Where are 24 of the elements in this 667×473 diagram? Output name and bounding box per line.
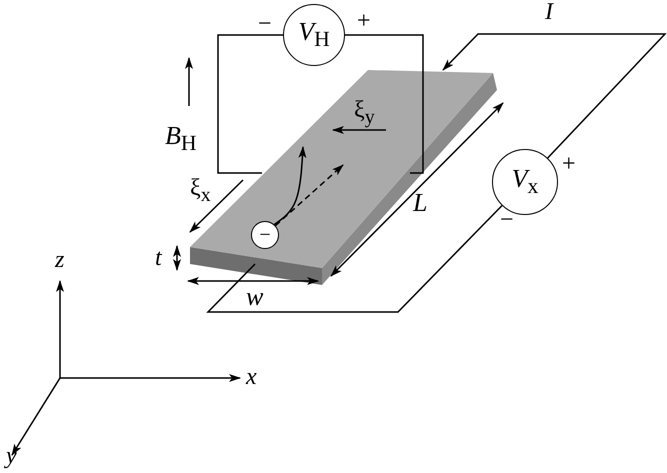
symbol-label: ξ$_{y}$ <box>354 98 375 127</box>
wire <box>442 33 667 159</box>
axis-label: z <box>55 248 64 272</box>
polarity-sign: + <box>357 9 371 33</box>
symbol-label: t <box>155 246 162 270</box>
meter-circle <box>492 149 558 215</box>
current-label: I <box>545 0 553 24</box>
meter-label: V$_{H}$ <box>298 19 330 51</box>
polarity-sign: − <box>500 208 514 232</box>
axis-label: y <box>6 444 17 468</box>
symbol-label: B$_{H}$ <box>165 123 197 155</box>
wire <box>345 34 424 174</box>
charge-sign: − <box>259 225 271 245</box>
symbol-label: L <box>413 190 428 216</box>
trajectory-arrow <box>274 164 344 226</box>
polarity-sign: + <box>562 152 576 176</box>
meter-label: V$_{x}$ <box>512 166 538 198</box>
polarity-sign: − <box>258 12 272 36</box>
symbol-label: w <box>246 284 264 310</box>
symbol-label: ξ$_{x}$ <box>190 176 211 205</box>
wire <box>217 34 283 174</box>
wire <box>206 205 502 313</box>
trajectory-arrow <box>274 146 306 226</box>
axis-label: x <box>246 365 257 389</box>
